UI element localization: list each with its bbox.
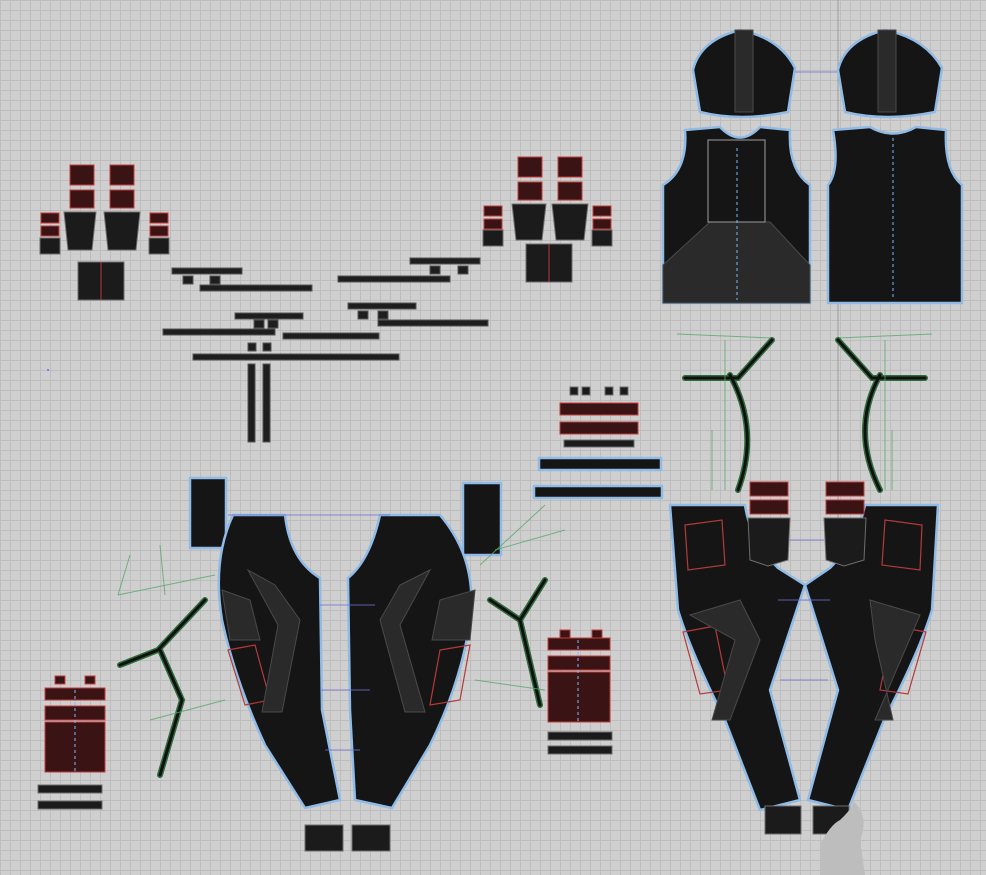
pants-front-left-piece[interactable] [188,476,342,810]
back-pocket-right[interactable] [823,481,867,567]
sleeve-piece-left[interactable] [691,28,840,119]
cuff-left[interactable] [764,805,802,835]
pants-back-right-piece[interactable] [803,503,940,812]
vest-front-piece[interactable] [661,125,812,305]
harness-left[interactable] [676,333,775,493]
pouch-bottom-left[interactable] [37,675,106,810]
harness-front-right[interactable] [474,504,566,708]
pouch-cluster-right[interactable] [482,156,613,283]
belt-pouch-group[interactable] [532,386,664,500]
back-pocket-left[interactable] [747,481,791,567]
harness-front-left[interactable] [117,544,226,778]
sleeve-piece-right[interactable] [836,28,944,119]
strap-bars-group[interactable] [47,257,489,443]
harness-right[interactable] [835,333,933,493]
vest-back-piece[interactable] [826,125,964,305]
pouch-cluster-left[interactable] [39,164,170,301]
cuff-front-right[interactable] [351,824,391,852]
cuff-front-left[interactable] [304,824,344,852]
pouch-right-middle[interactable] [547,629,613,755]
avatar-silhouette [820,800,865,875]
pants-front-right-piece[interactable] [346,481,503,810]
